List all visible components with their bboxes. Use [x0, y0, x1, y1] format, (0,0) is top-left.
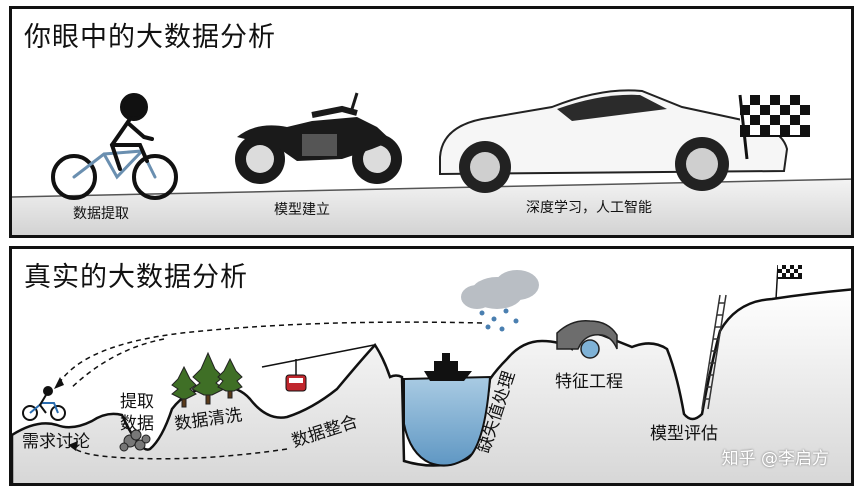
tree-icon: [171, 351, 243, 408]
rain-cloud-icon: [461, 270, 539, 332]
stage-label-model-evaluation: 模型评估: [650, 424, 718, 444]
small-checkered-flag-icon: [775, 264, 802, 300]
top-panel: 你眼中的大数据分析: [9, 6, 854, 238]
stage-label-modeling: 模型建立: [274, 202, 330, 218]
stage-label-requirements: 需求讨论: [22, 432, 90, 452]
stage-label-data-extraction: 数据提取: [73, 206, 129, 222]
cable-car-icon: [261, 344, 375, 392]
ship-icon: [424, 353, 472, 381]
watermark: 知乎 @李启方: [721, 449, 829, 469]
bottom-panel: 真实的大数据分析: [9, 246, 854, 486]
stage-label-data: 数据: [120, 414, 154, 434]
stage-label-deep-learning: 深度学习，人工智能: [526, 200, 652, 216]
top-panel-title: 你眼中的大数据分析: [24, 22, 276, 53]
stage-label-feature-engineering: 特征工程: [555, 372, 623, 392]
sports-car-icon: [439, 89, 789, 193]
top-panel-illustration: [12, 89, 851, 235]
cyclist-icon: [51, 93, 178, 200]
stone-arch-icon: [556, 320, 618, 359]
small-cyclist-icon: [22, 386, 66, 421]
iteration-arrows: [57, 321, 483, 460]
stage-label-extract: 提取: [120, 392, 154, 412]
ladder-icon: [701, 294, 727, 410]
checkered-flag-icon: [738, 94, 810, 160]
bottom-panel-title: 真实的大数据分析: [24, 262, 248, 293]
bottom-panel-illustration: [12, 264, 851, 483]
lake: [403, 375, 492, 467]
rocks-icon: [119, 429, 151, 452]
motorcycle-icon: [235, 92, 402, 184]
